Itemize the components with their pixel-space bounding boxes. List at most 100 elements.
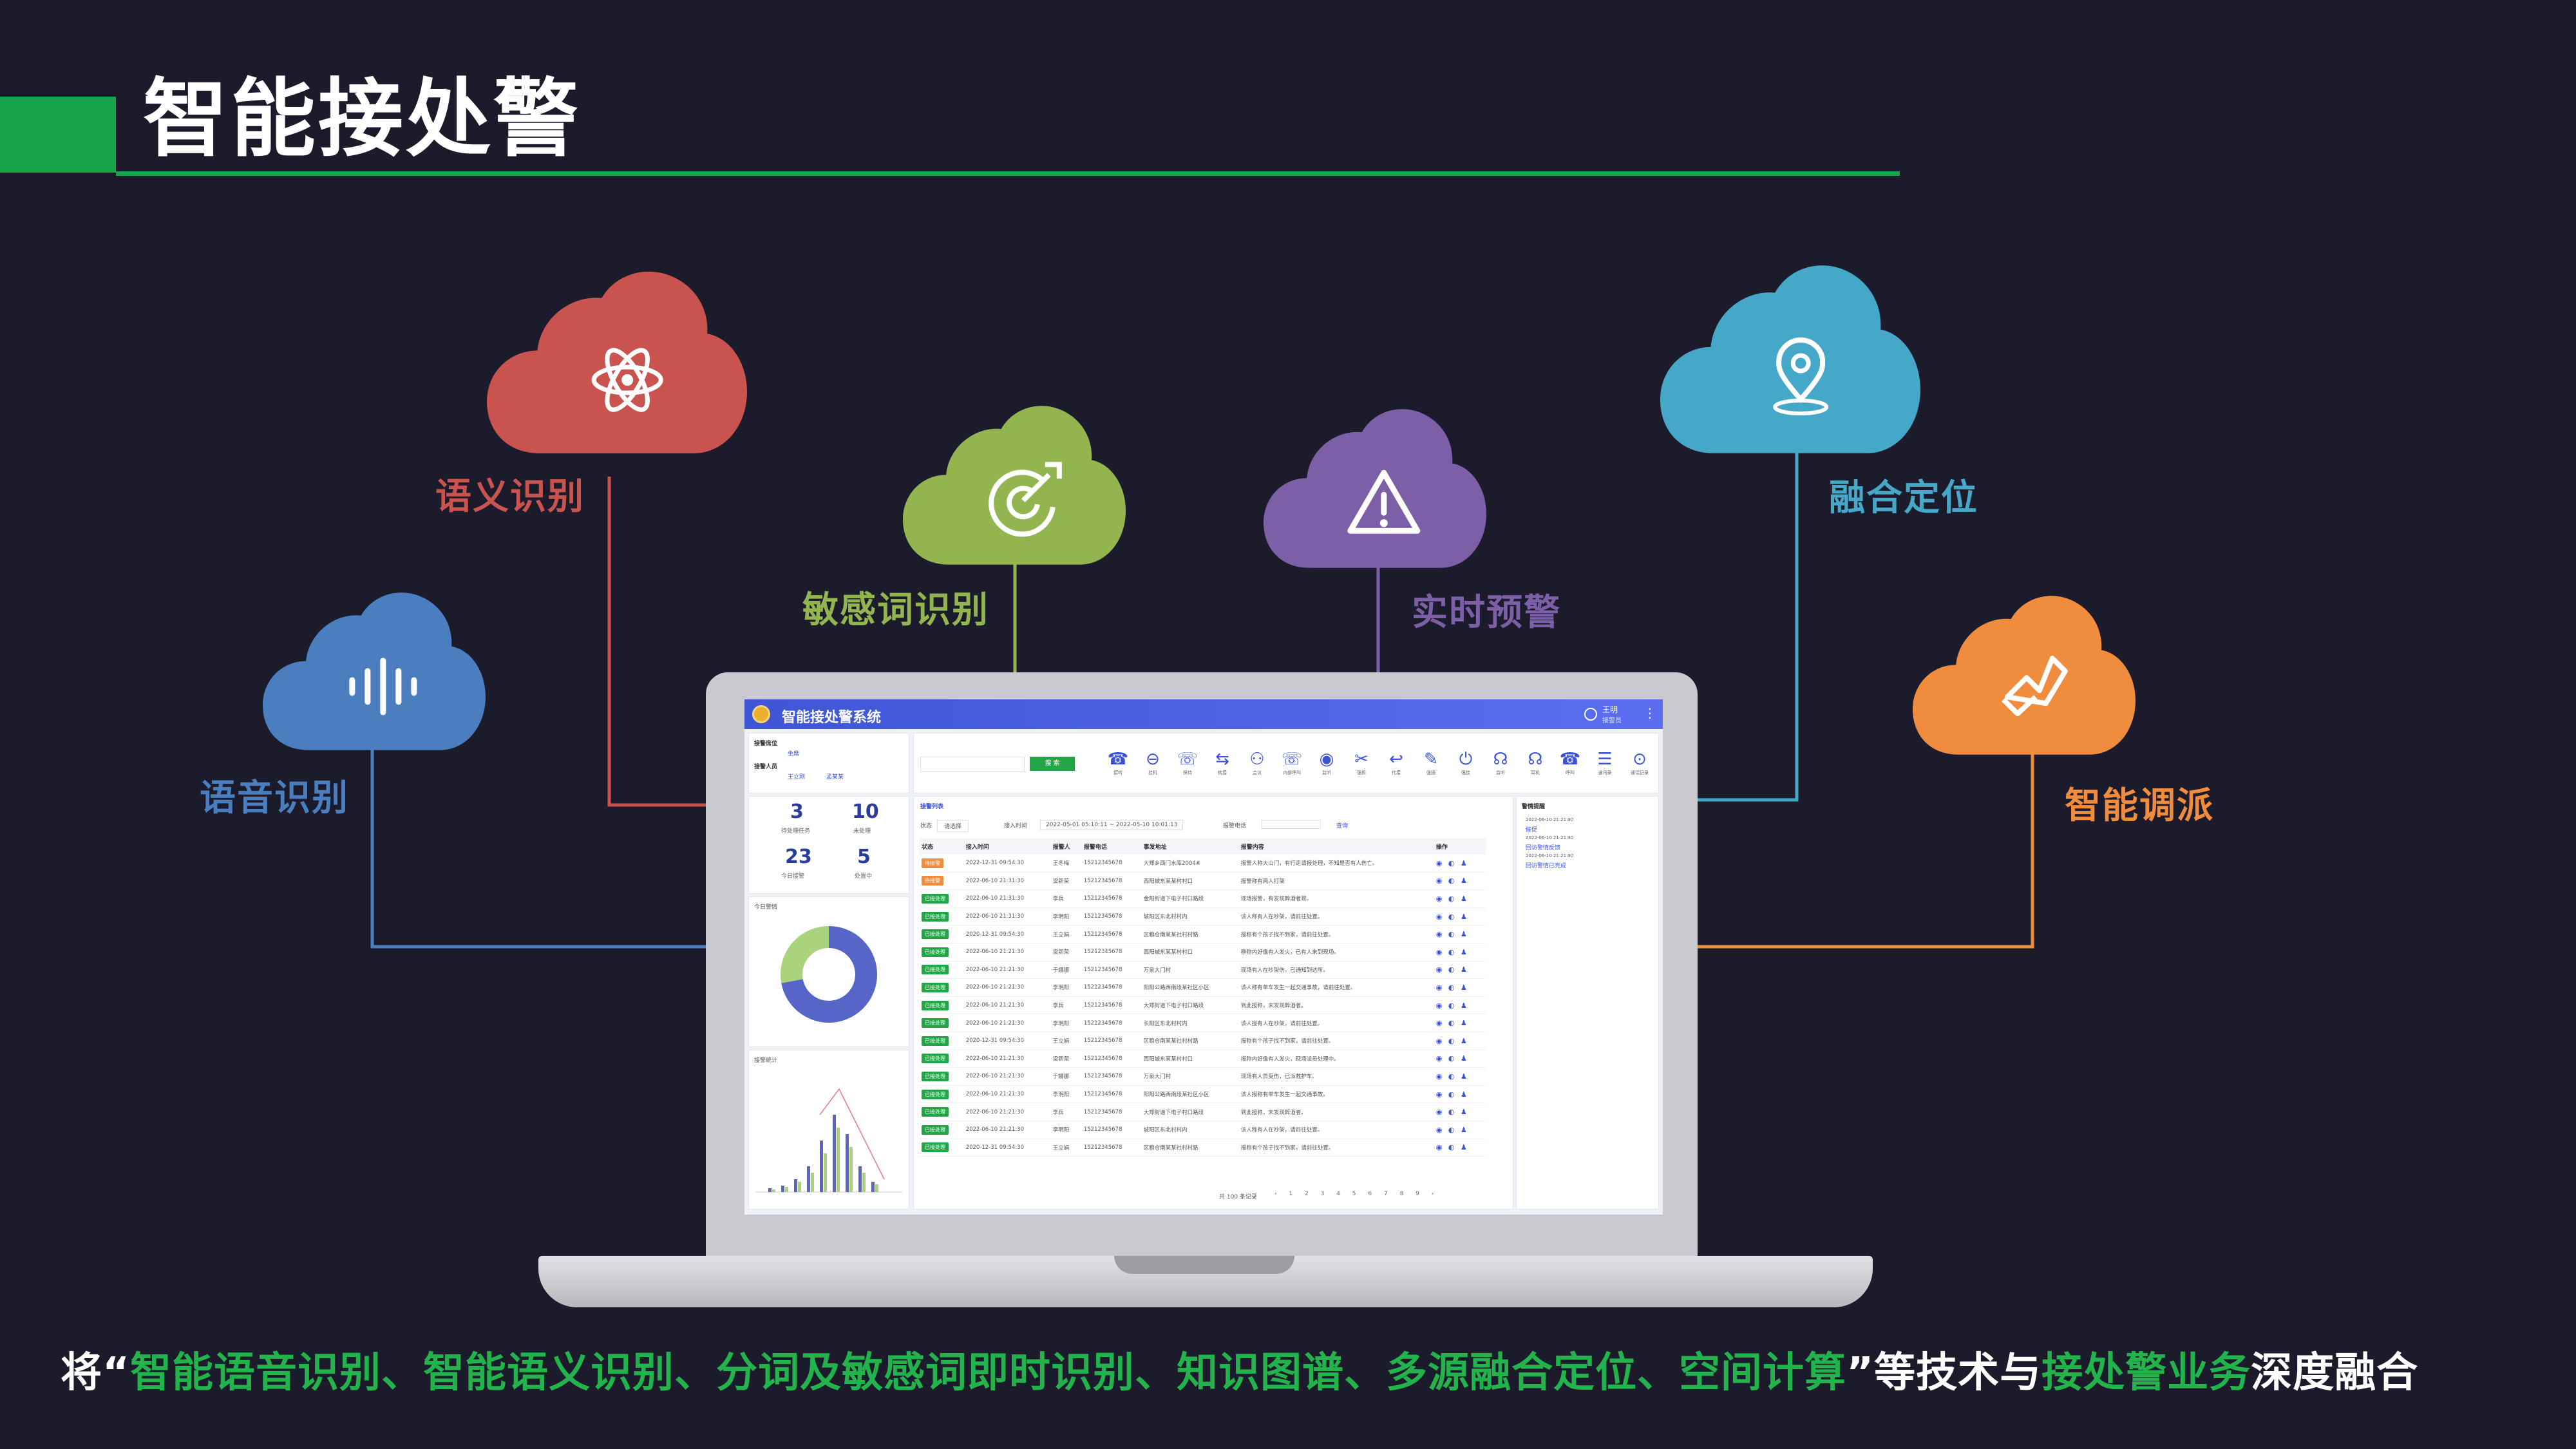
toolbar-tool-button[interactable]: ⏻强挂 <box>1455 749 1477 776</box>
toolbar-tool-button[interactable]: ✂强拆 <box>1350 749 1372 776</box>
column-header[interactable]: 事发地址 <box>1141 838 1238 855</box>
table-cell: 于娜娜 <box>1050 961 1081 980</box>
table-cell: 万泉大门村 <box>1141 1067 1238 1086</box>
toolbar-tool-button[interactable]: ↩代接 <box>1385 749 1407 776</box>
row-action-icons[interactable]: ◉ ◐ ♟ <box>1435 1072 1469 1081</box>
table-cell: 大郑乡西门水库2004# <box>1141 855 1238 873</box>
table-cell: 15212345678 <box>1081 889 1141 908</box>
staff-name[interactable]: 孟某某 <box>826 774 844 781</box>
toolbar-tool-label: 接听 <box>1113 770 1122 775</box>
toolbar-tool-button[interactable]: ⇆转接 <box>1211 749 1233 776</box>
stat-number: 23 <box>785 846 812 868</box>
row-action-icons[interactable]: ◉ ◐ ♟ <box>1435 1143 1469 1152</box>
toolbar-tool-button[interactable]: ⚇会议 <box>1246 749 1268 776</box>
toolbar-tool-button[interactable]: ☰通讯录 <box>1594 749 1616 776</box>
phone-input[interactable] <box>1262 820 1321 829</box>
row-action-icons[interactable]: ◉ ◐ ♟ <box>1435 1001 1469 1010</box>
row-action-icons[interactable]: ◉ ◐ ♟ <box>1435 930 1469 939</box>
row-action-icons[interactable]: ◉ ◐ ♟ <box>1435 1054 1469 1063</box>
column-header[interactable]: 操作 <box>1433 838 1486 855</box>
label-semantic: 语义识别 <box>435 476 585 518</box>
toolbar-tool-label: 监听 <box>1322 770 1331 775</box>
cell-actions: ◉ ◐ ♟ <box>1433 872 1486 891</box>
search-input[interactable] <box>920 757 1025 772</box>
toolbar-tool-button[interactable]: ☊监听 <box>1490 749 1511 776</box>
row-action-icons[interactable]: ◉ ◐ ♟ <box>1435 858 1469 867</box>
row-action-icons[interactable]: ◉ ◐ ♟ <box>1435 1090 1469 1099</box>
toolbar-tool-button[interactable]: ⊙通话记录 <box>1629 749 1651 776</box>
table-cell: 15212345678 <box>1081 1103 1141 1121</box>
user-icon[interactable] <box>1584 708 1597 721</box>
toolbar-tool-button[interactable]: ⊖挂机 <box>1142 749 1164 776</box>
tab-alarm-list[interactable]: 接警列表 <box>920 804 944 810</box>
status-select[interactable]: 请选择 <box>937 820 969 832</box>
more-vertical-icon[interactable]: ⋮ <box>1643 705 1656 721</box>
user-role: 接警员 <box>1602 717 1622 724</box>
reminder-text[interactable]: 回访警情已完成 <box>1526 863 1567 869</box>
page-title: 智能接处警 <box>143 70 581 169</box>
toolbar-tool-button[interactable]: ✎强插 <box>1420 749 1442 776</box>
row-action-icons[interactable]: ◉ ◐ ♟ <box>1435 1108 1469 1117</box>
toolbar-tool-button[interactable]: ☊耳机 <box>1524 749 1546 776</box>
toolbar-tool-button[interactable]: ☏保持 <box>1177 749 1198 776</box>
table-cell: 李兵 <box>1050 1103 1081 1121</box>
status-badge: 已接处理 <box>922 1124 949 1135</box>
reminder-text[interactable]: 催促 <box>1526 827 1538 833</box>
date-range-input[interactable]: 2022-05-01 05:10:11 ~ 2022-05-10 10:01:1… <box>1040 820 1184 830</box>
row-action-icons[interactable]: ◉ ◐ ♟ <box>1435 876 1469 886</box>
bar-chart <box>755 1088 902 1193</box>
pagination[interactable]: ‹ 1 2 3 4 5 6 7 8 9 › <box>1274 1191 1439 1197</box>
toolbar-tool-button[interactable]: ☎接听 <box>1107 749 1129 776</box>
cloud-voice <box>263 586 486 753</box>
table-cell: 王立娟 <box>1050 1139 1081 1157</box>
caption-segment: 深度融合 <box>2251 1349 2419 1397</box>
row-action-icons[interactable]: ◉ ◐ ♟ <box>1435 947 1469 956</box>
column-header[interactable]: 报警内容 <box>1238 838 1434 855</box>
row-action-icons[interactable]: ◉ ◐ ♟ <box>1435 965 1469 974</box>
table-cell: 城阳区东北村村内 <box>1141 907 1238 926</box>
cell-actions: ◉ ◐ ♟ <box>1433 889 1486 908</box>
column-header[interactable]: 接入时间 <box>963 838 1050 855</box>
table-cell: 报称有个孩子找不到家，请前往处置。 <box>1238 1139 1434 1157</box>
row-action-icons[interactable]: ◉ ◐ ♟ <box>1435 1019 1469 1028</box>
toolbar-tool-button[interactable]: ☎呼叫 <box>1559 749 1581 776</box>
toolbar-tool-button[interactable]: ☏内部呼叫 <box>1281 749 1303 776</box>
search-button[interactable]: 搜 索 <box>1030 757 1075 771</box>
column-header[interactable]: 状态 <box>919 838 963 855</box>
query-button[interactable]: 查询 <box>1336 823 1349 829</box>
reminder-title: 警情提醒 <box>1522 804 1546 810</box>
column-header[interactable]: 报警人 <box>1050 838 1081 855</box>
cell-actions: ◉ ◐ ♟ <box>1433 1139 1486 1157</box>
row-action-icons[interactable]: ◉ ◐ ♟ <box>1435 1036 1469 1045</box>
row-action-icons[interactable]: ◉ ◐ ♟ <box>1435 894 1469 903</box>
row-action-icons[interactable]: ◉ ◐ ♟ <box>1435 1125 1469 1134</box>
staff-name[interactable]: 王立刚 <box>788 774 806 781</box>
seat-value[interactable]: 坐席 <box>788 751 800 757</box>
row-action-icons[interactable]: ◉ ◐ ♟ <box>1435 912 1469 921</box>
cell-actions: ◉ ◐ ♟ <box>1433 961 1486 980</box>
toolbar-tool-button[interactable]: ◉监听 <box>1316 749 1338 776</box>
reminder-text[interactable]: 回访警情反馈 <box>1526 845 1561 851</box>
table-cell: 2022-06-10 21:21:30 <box>963 943 1050 961</box>
toolbar-tool-icon: ⚇ <box>1249 750 1265 769</box>
column-header[interactable]: 报警电话 <box>1081 838 1141 855</box>
cell-actions: ◉ ◐ ♟ <box>1433 1032 1486 1050</box>
row-action-icons[interactable]: ◉ ◐ ♟ <box>1435 983 1469 992</box>
